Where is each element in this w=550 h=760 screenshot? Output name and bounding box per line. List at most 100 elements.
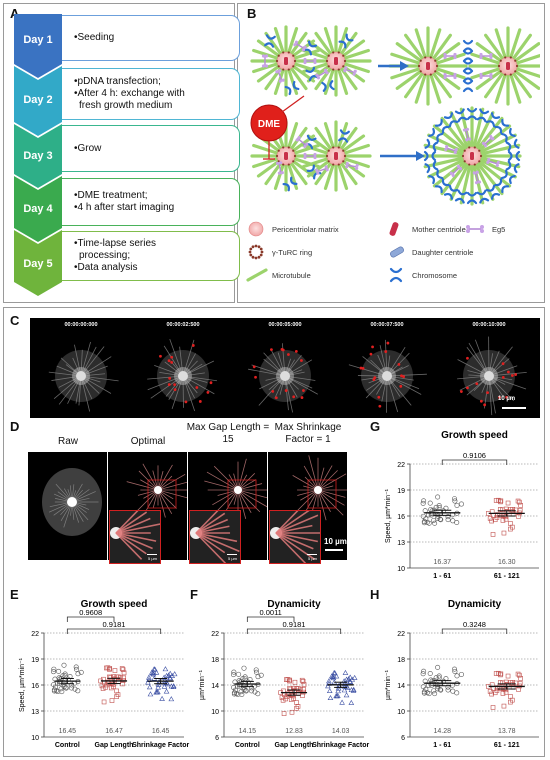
data-point — [231, 672, 237, 678]
day-label-5: Day 5 — [23, 258, 53, 270]
tracked-comet — [209, 381, 213, 385]
eg5-motor — [449, 164, 463, 178]
gamma-turc-ring — [514, 59, 517, 62]
gamma-turc-ring — [473, 146, 476, 149]
gamma-turc-ring — [461, 154, 465, 158]
gamma-turc-ring — [327, 65, 330, 68]
microtubule — [475, 116, 504, 152]
mean-label: 12.83 — [285, 728, 303, 735]
tracked-comet — [271, 389, 275, 393]
tracked-comet — [400, 374, 403, 378]
microtubule — [470, 66, 502, 80]
timelapse-frame-3: 00:00:05:000 — [235, 318, 335, 418]
chart-F-title: Dynamicity — [267, 599, 321, 610]
monopolar-chromosome — [428, 169, 444, 185]
data-point — [159, 695, 165, 701]
data-point — [101, 699, 107, 705]
microtubule — [514, 53, 540, 66]
microtubule — [414, 28, 428, 60]
metaphase-chromosome — [462, 69, 474, 83]
microtubule — [472, 107, 485, 150]
data-point — [242, 676, 248, 682]
microtubule — [286, 67, 299, 95]
inset-scale-label: 5 µm — [148, 556, 157, 561]
data-point — [69, 685, 75, 691]
tracked-comet — [191, 344, 195, 347]
category-label: Gap Length — [275, 742, 314, 749]
day-1-line-1: •Seeding — [74, 32, 115, 43]
data-point — [487, 516, 493, 521]
timelapse-image — [348, 339, 427, 413]
data-point — [516, 672, 522, 678]
tracked-comet — [173, 383, 177, 387]
data-point — [493, 671, 499, 676]
tracked-comet — [501, 375, 505, 379]
data-point — [147, 691, 154, 697]
gamma-turc-ring — [327, 54, 330, 57]
chromosome-legend-icon — [389, 267, 403, 283]
arrow-top-head — [400, 61, 409, 71]
monopolar-chromosome — [434, 178, 450, 194]
category-label: Shrinkage Factor — [312, 742, 369, 749]
metaphase-chromosome — [462, 49, 474, 63]
data-point — [239, 692, 245, 698]
panel-label-b: B — [247, 6, 257, 21]
data-point — [503, 687, 508, 693]
data-point — [518, 503, 523, 508]
microtubule — [475, 160, 504, 196]
panel-d-header-1: Raw — [57, 436, 78, 447]
data-point — [501, 703, 507, 709]
data-point — [500, 691, 506, 696]
microtubule — [289, 65, 308, 91]
microtubule — [414, 72, 428, 104]
data-point — [301, 687, 307, 692]
gamma-turc-ring — [468, 163, 471, 166]
panel-c-scalebar-label: 10 µm — [498, 396, 516, 402]
panel-d-image-1 — [28, 452, 107, 560]
data-point — [288, 686, 294, 692]
gamma-turc-ring — [434, 70, 437, 73]
data-point — [108, 685, 114, 691]
data-point — [73, 664, 79, 670]
gamma-turc-ring — [293, 154, 297, 158]
monopolar-chromosome — [443, 112, 459, 128]
microtubule — [314, 31, 333, 57]
data-point — [295, 704, 301, 709]
microtubule — [306, 159, 332, 178]
series-1-points — [98, 665, 127, 705]
monopolar-chromosome — [505, 138, 520, 152]
data-point — [294, 700, 299, 705]
data-point — [75, 688, 81, 694]
tracked-comet — [510, 374, 514, 377]
timelapse-image — [248, 343, 318, 413]
chart-H-title: Dynamicity — [448, 599, 502, 610]
y-tick-label: 6 — [215, 735, 219, 742]
microtubule — [473, 161, 495, 201]
day-chevron-1 — [14, 14, 62, 78]
microtubule — [323, 162, 336, 190]
tracked-comet — [373, 376, 377, 380]
monopolar-chromosome — [454, 189, 468, 204]
data-point — [287, 686, 292, 691]
data-point — [450, 518, 456, 524]
data-point — [436, 673, 442, 679]
data-point — [509, 697, 515, 703]
eg5-motor — [315, 68, 329, 80]
gamma-turc-ring — [277, 54, 280, 57]
microtubule — [314, 126, 333, 152]
mean-label: 14.28 — [433, 728, 451, 735]
data-point — [301, 682, 307, 687]
data-point — [120, 667, 126, 672]
microtubule — [342, 48, 370, 61]
chromosome — [338, 33, 354, 49]
eg5-motor — [443, 52, 457, 60]
day-5-line-3: •Data analysis — [74, 262, 138, 273]
gamma-turc-ring — [292, 149, 295, 152]
data-point — [438, 517, 444, 523]
microtubule — [314, 65, 333, 91]
gamma-turc-ring — [287, 68, 290, 71]
microtubule — [432, 124, 468, 153]
gamma-turc-ring — [434, 59, 437, 62]
gamma-turc-ring — [424, 73, 427, 76]
data-point — [299, 677, 305, 683]
